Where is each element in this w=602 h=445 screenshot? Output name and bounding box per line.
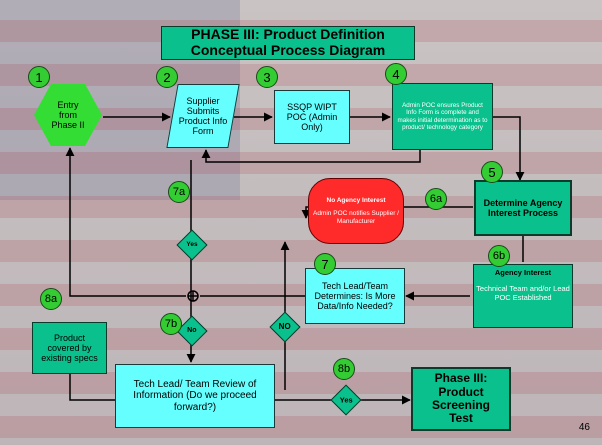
yes-top-label: Yes bbox=[186, 241, 198, 249]
no-interest-body: Admin POC notifies Supplier / Manufactur… bbox=[313, 210, 399, 225]
no-interest-node: No Agency Interest Admin POC notifies Su… bbox=[308, 178, 404, 244]
admin-label: Admin POC ensures Product Info Form is c… bbox=[397, 102, 488, 131]
step-8a-badge: 8a bbox=[40, 288, 62, 310]
screening-node: Phase III: Product Screening Test bbox=[411, 367, 511, 431]
flag-stripe bbox=[0, 196, 602, 218]
flag-stripe bbox=[0, 240, 602, 262]
review-node: Tech Lead/ Team Review of Information (D… bbox=[115, 364, 275, 428]
flag-stripe bbox=[0, 64, 602, 86]
yes-bottom-label: Yes bbox=[339, 394, 353, 404]
review-label: Tech Lead/ Team Review of Information (D… bbox=[133, 379, 257, 413]
supplier-node: Supplier Submits Product Info Form bbox=[166, 84, 240, 148]
diagram-title: PHASE III: Product Definition Conceptual… bbox=[161, 26, 415, 60]
agency-interest-title: Agency Interest bbox=[494, 268, 552, 277]
determine-node: Determine Agency Interest Process bbox=[474, 180, 572, 236]
admin-node: Admin POC ensures Product Info Form is c… bbox=[392, 83, 493, 150]
agency-interest-body: Technical Team and/or Lead POC Establish… bbox=[476, 284, 570, 302]
techlead-determines-node: Tech Lead/Team Determines: Is More Data/… bbox=[305, 268, 405, 324]
covered-label: Product covered by existing specs bbox=[41, 332, 98, 364]
step-8b-badge: 8b bbox=[333, 358, 355, 380]
step-3-badge: 3 bbox=[256, 66, 278, 88]
step-4-badge: 4 bbox=[385, 63, 407, 85]
flag-stripe bbox=[0, 328, 602, 350]
flag-stripe bbox=[0, 284, 602, 306]
no-big-label: NO bbox=[279, 321, 292, 331]
no-small-label: No bbox=[187, 327, 197, 335]
page-number: 46 bbox=[578, 422, 590, 433]
agency-interest-node: Agency Interest Technical Team and/or Le… bbox=[473, 264, 573, 328]
step-7a-badge: 7a bbox=[168, 181, 190, 203]
step-1-badge: 1 bbox=[28, 66, 50, 88]
ssqp-label: SSQP WIPT POC (Admin Only) bbox=[286, 101, 338, 133]
covered-node: Product covered by existing specs bbox=[32, 322, 107, 374]
no-interest-title: No Agency Interest bbox=[326, 197, 386, 205]
step-7b-badge: 7b bbox=[160, 313, 182, 335]
screening-label: Phase III: Product Screening Test bbox=[431, 371, 491, 426]
step-6a-badge: 6a bbox=[425, 188, 447, 210]
step-6b-badge: 6b bbox=[488, 245, 510, 267]
supplier-label: Supplier Submits Product Info Form bbox=[178, 95, 228, 137]
title-line-1: PHASE III: Product Definition bbox=[191, 26, 385, 43]
ssqp-node: SSQP WIPT POC (Admin Only) bbox=[274, 90, 350, 144]
title-line-2: Conceptual Process Diagram bbox=[190, 42, 386, 58]
techlead-determines-label: Tech Lead/Team Determines: Is More Data/… bbox=[314, 280, 396, 312]
flag-stripe bbox=[0, 152, 602, 174]
step-7-badge: 7 bbox=[314, 253, 336, 275]
determine-label: Determine Agency Interest Process bbox=[483, 197, 563, 218]
entry-label: Entry from Phase II bbox=[51, 99, 85, 131]
step-2-badge: 2 bbox=[156, 66, 178, 88]
step-5-badge: 5 bbox=[481, 161, 503, 183]
